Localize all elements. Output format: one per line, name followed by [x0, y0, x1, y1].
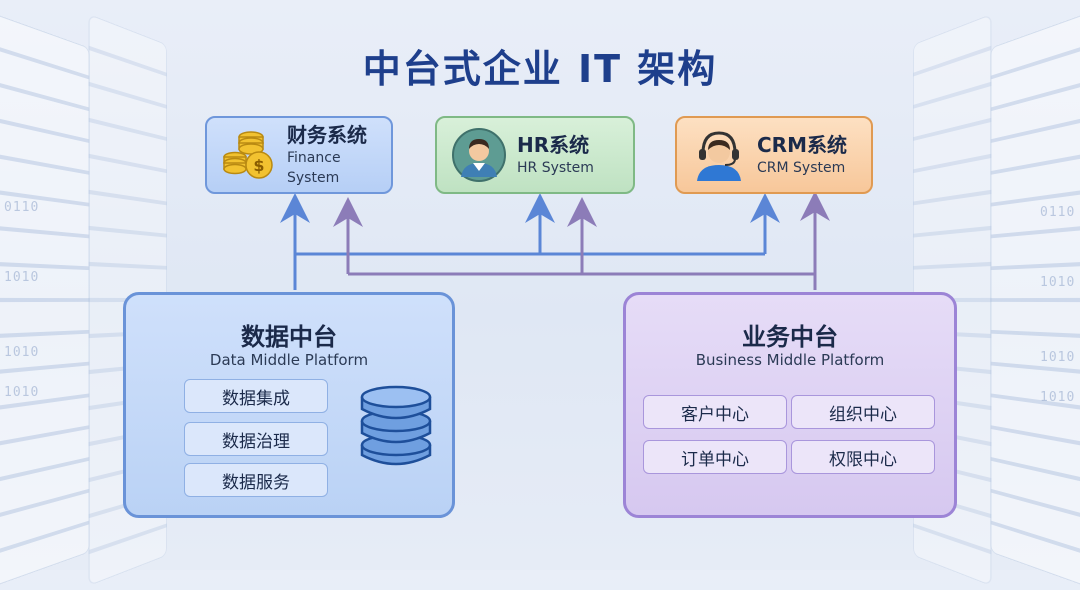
diagram-title: 中台式企业 IT 架构 [362, 47, 718, 91]
binary-text: 1010 [4, 385, 40, 400]
business-platform-panel: 业务中台 Business Middle Platform 客户中心 组织中心 … [623, 292, 957, 518]
coins-icon: $ [223, 131, 273, 179]
binary-text: 1010 [1040, 350, 1076, 365]
data-platform-links [280, 193, 780, 290]
svg-text:$: $ [253, 156, 264, 175]
organization-center-item: 组织中心 [791, 395, 935, 429]
data-governance-item: 数据治理 [184, 422, 328, 456]
order-center-item: 订单中心 [643, 440, 787, 474]
finance-system-box: $ 财务系统 Finance System [205, 116, 393, 194]
panel-title: 业务中台 [742, 323, 838, 351]
binary-text: 1010 [4, 270, 40, 285]
panel-title: 数据中台 [241, 323, 337, 351]
system-name-en: Finance System [287, 150, 341, 186]
crm-system-box: CRM系统 CRM System [675, 116, 873, 194]
headset-icon [697, 131, 741, 181]
binary-text: 1010 [1040, 390, 1076, 405]
hr-system-box: HR系统 HR System [435, 116, 635, 194]
database-icon [360, 385, 432, 466]
system-name-en: CRM System [757, 160, 846, 176]
binary-text: 1010 [1040, 275, 1076, 290]
panel-subtitle: Business Middle Platform [695, 351, 885, 369]
customer-center-item: 客户中心 [643, 395, 787, 429]
system-name: HR系统 [517, 133, 590, 157]
connector-lines [280, 191, 830, 290]
permission-center-item: 权限中心 [791, 440, 935, 474]
system-name: 财务系统 [287, 123, 367, 147]
person-icon [452, 128, 506, 182]
panel-subtitle: Data Middle Platform [209, 351, 369, 369]
binary-text: 0110 [4, 200, 40, 215]
system-name-en: HR System [517, 160, 594, 176]
system-name: CRM系统 [757, 133, 847, 157]
data-platform-panel: 数据中台 Data Middle Platform 数据集成 数据治理 数据服务 [123, 292, 455, 518]
business-platform-links [333, 191, 830, 290]
binary-text: 0110 [1040, 205, 1076, 220]
data-service-item: 数据服务 [184, 463, 328, 497]
data-integration-item: 数据集成 [184, 379, 328, 413]
binary-text: 1010 [4, 345, 40, 360]
